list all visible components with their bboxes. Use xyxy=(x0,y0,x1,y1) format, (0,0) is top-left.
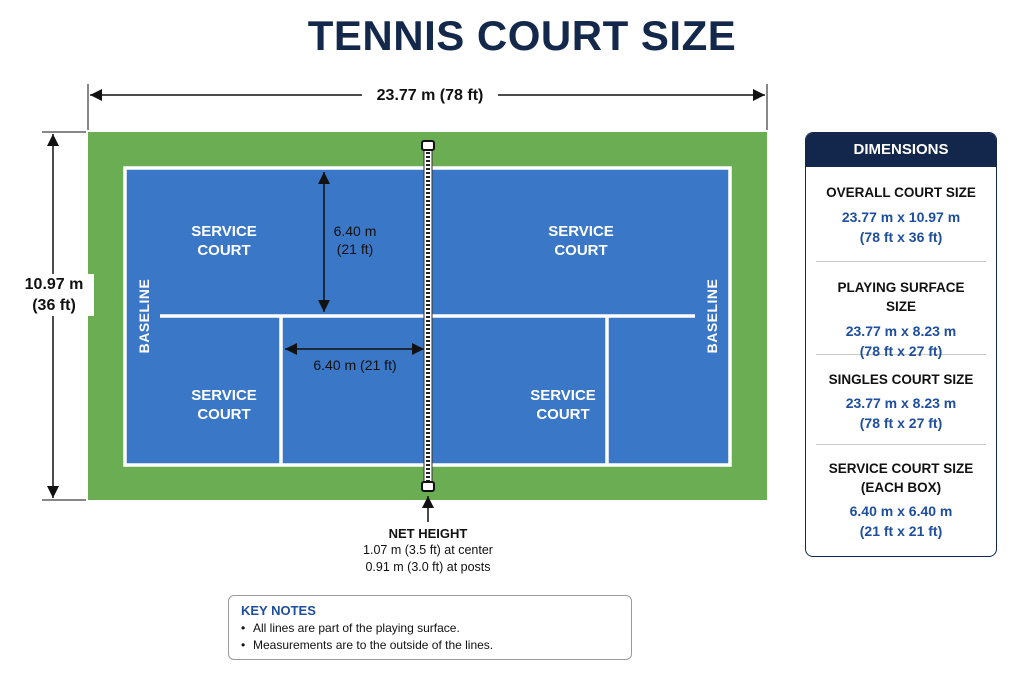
service-width-label: 6.40 m (21 ft) xyxy=(313,357,397,373)
overall-width-label: 10.97 m (36 ft) xyxy=(14,274,94,316)
net-height-title: NET HEIGHT xyxy=(388,526,468,541)
dims-section-singles: SINGLES COURT SIZE 23.77 m x 8.23 m (78 … xyxy=(816,355,986,445)
service-length-label: 6.40 m(21 ft) xyxy=(333,223,377,257)
dims-section-overall: OVERALL COURT SIZE 23.77 m x 10.97 m (78… xyxy=(816,167,986,262)
baseline-label-left: BASELINE xyxy=(136,278,152,354)
key-notes-box: KEY NOTES All lines are part of the play… xyxy=(228,595,632,660)
net-height-info: NET HEIGHT 1.07 m (3.5 ft) at center 0.9… xyxy=(318,525,538,576)
page-title: TENNIS COURT SIZE xyxy=(307,12,737,59)
key-notes-title: KEY NOTES xyxy=(241,603,316,618)
key-note-item: All lines are part of the playing surfac… xyxy=(241,620,619,637)
dims-section-playing-surface: PLAYING SURFACE SIZE 23.77 m x 8.23 m (7… xyxy=(816,262,986,359)
dims-section-service-court: SERVICE COURT SIZE (EACH BOX) 6.40 m x 6… xyxy=(828,461,974,539)
net-height-posts: 0.91 m (3.0 ft) at posts xyxy=(365,560,491,574)
dimensions-header: DIMENSIONS xyxy=(806,133,996,167)
net-post-bottom xyxy=(421,481,435,492)
overall-length-label: 23.77 m (78 ft) xyxy=(362,85,498,106)
baseline-label-right: BASELINE xyxy=(704,278,720,354)
net-post-top xyxy=(421,140,435,151)
key-notes-list: All lines are part of the playing surfac… xyxy=(241,620,619,654)
key-note-item: Measurements are to the outside of the l… xyxy=(241,637,619,654)
net-height-center: 1.07 m (3.5 ft) at center xyxy=(363,543,493,557)
dimensions-panel: DIMENSIONS OVERALL COURT SIZE 23.77 m x … xyxy=(805,132,997,557)
net xyxy=(421,140,435,492)
overall-width-dimension xyxy=(42,131,86,501)
